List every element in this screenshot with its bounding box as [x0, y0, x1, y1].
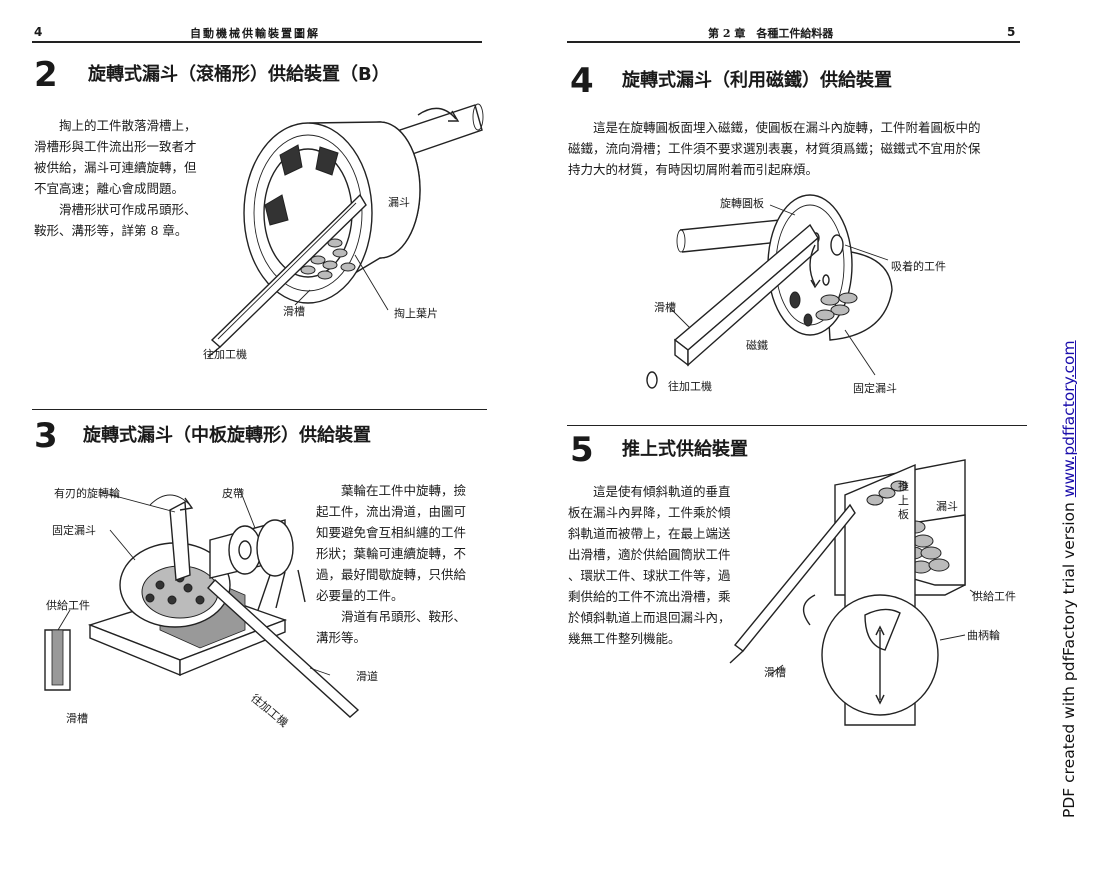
- section3-body: 葉輪在工件中旋轉，撿 起工件，流出滑道，由圖可 知要避免會互相糾纏的工件 形狀；…: [316, 480, 491, 648]
- running-header-right: 第 2 章 各種工件給料器: [708, 27, 834, 40]
- section5-line: 斜軌道而被帶上，在最上端送: [568, 526, 731, 541]
- rotary-drum-hopper-diagram: [207, 103, 484, 358]
- section3-line: 滑道有吊頭形、鞍形、: [341, 609, 467, 624]
- watermark-text: PDF created with pdfFactory trial versio…: [1060, 497, 1078, 818]
- section3-line: 溝形等。: [316, 630, 367, 645]
- center-plate-hopper-diagram: [44, 489, 360, 718]
- page-number-right: 5: [1007, 25, 1016, 39]
- section5-line: 幾無工件整列機能。: [568, 631, 681, 646]
- section-title-4: 旋轉式漏斗（利用磁鐵）供給裝置: [622, 70, 892, 91]
- section5-line: 這是使有傾斜軌道的垂直: [593, 484, 731, 499]
- section2-line: 不宜高速；離心會成問題。: [34, 181, 185, 196]
- section3-line: 起工件，流出滑道，由圖可: [316, 504, 467, 519]
- section2-body: 掏上的工件散落滑槽上， 滑槽形與工件流出形一致者才 被供給，漏斗可連續旋轉，但 …: [34, 115, 224, 241]
- section3-line: 必要量的工件。: [316, 588, 404, 603]
- watermark-link[interactable]: www.pdffactory.com: [1060, 340, 1078, 498]
- section5-body: 這是使有傾斜軌道的垂直 板在漏斗內昇降，工件乘於傾 斜軌道而被帶上，在最上端送 …: [568, 481, 753, 649]
- section3-line: 葉輪在工件中旋轉，撿: [341, 483, 467, 498]
- label-workpiece-5: 供給工件: [972, 590, 1016, 603]
- label-to-machine-4: 往加工機: [668, 380, 712, 393]
- section2-line: 滑槽形狀可作成吊頭形、: [59, 202, 197, 217]
- push-up-feeder-diagram: [729, 459, 978, 726]
- section-divider-left: [32, 409, 487, 410]
- label-chute-3: 滑槽: [66, 712, 88, 725]
- label-chute-5: 滑槽: [764, 666, 786, 679]
- label-bladed-wheel: 有刃的旋轉輪: [54, 487, 120, 500]
- section-title-2: 旋轉式漏斗（滾桶形）供給裝置（B）: [88, 64, 390, 85]
- label-hopper-5: 漏斗: [936, 500, 958, 513]
- section-number-5: 5: [570, 430, 594, 470]
- section-title-3: 旋轉式漏斗（中板旋轉形）供給裝置: [83, 425, 371, 446]
- section-number-2: 2: [34, 55, 58, 95]
- section2-line: 鞍形、溝形等，詳第 8 章。: [34, 223, 188, 238]
- pdffactory-watermark: PDF created with pdfFactory trial versio…: [1060, 340, 1078, 818]
- section2-line: 掏上的工件散落滑槽上，: [59, 118, 197, 133]
- label-rotating-disc: 旋轉圓板: [720, 197, 764, 210]
- label-magnet: 磁鐵: [746, 339, 768, 352]
- label-chute: 滑槽: [283, 305, 305, 318]
- magnetic-hopper-diagram: [646, 194, 893, 389]
- label-crank-wheel: 曲柄輪: [967, 629, 1000, 642]
- label-slideway: 滑道: [356, 670, 378, 683]
- section5-line: 於傾斜軌道上而退回漏斗內，: [568, 610, 731, 625]
- label-attracted-part: 吸着的工件: [891, 260, 946, 273]
- section5-line: 板在漏斗內昇降，工件乘於傾: [568, 505, 731, 520]
- label-fixed-hopper: 固定漏斗: [52, 524, 96, 537]
- section3-line: 知要避免會互相糾纏的工件: [316, 525, 467, 540]
- label-scoop-blade: 掏上葉片: [394, 307, 438, 320]
- section5-line: 出滑槽，適於供給圓筒狀工件: [568, 547, 731, 562]
- label-belt: 皮帶: [222, 487, 244, 500]
- section4-line: 磁鐵，流向滑槽；工件須不要求選別表裏，材質須爲鐵；磁鐵式不宜用於保: [568, 141, 981, 156]
- section2-line: 滑槽形與工件流出形一致者才: [34, 139, 197, 154]
- section4-line: 這是在旋轉圓板面埋入磁鐵，使圓板在漏斗內旋轉，工件附着圓板中的: [593, 120, 981, 135]
- section3-line: 過，最好間歇旋轉，只供給: [316, 567, 467, 582]
- label-to-machine: 往加工機: [203, 348, 247, 361]
- section-number-4: 4: [570, 61, 594, 101]
- label-fixed-hopper-4: 固定漏斗: [853, 382, 897, 395]
- section-title-5: 推上式供給裝置: [622, 439, 748, 460]
- label-chute-4: 滑槽: [654, 301, 676, 314]
- header-rule-right: [567, 41, 1020, 43]
- section4-line: 持力大的材質，有時因切屑附着而引起麻煩。: [568, 162, 819, 177]
- section5-line: 剩供給的工件不流出滑槽，乘: [568, 589, 731, 604]
- label-hopper: 漏斗: [388, 196, 410, 209]
- label-workpiece: 供給工件: [46, 599, 90, 612]
- header-rule-left: [32, 41, 482, 43]
- section-divider-right: [567, 425, 1027, 426]
- label-push-plate: 推上板: [898, 480, 909, 521]
- running-header-left: 自動機械供輸裝置圖解: [190, 27, 320, 40]
- section-number-3: 3: [34, 416, 58, 456]
- section2-line: 被供給，漏斗可連續旋轉，但: [34, 160, 197, 175]
- section4-body: 這是在旋轉圓板面埋入磁鐵，使圓板在漏斗內旋轉，工件附着圓板中的 磁鐵，流向滑槽；…: [568, 117, 1023, 180]
- section3-line: 形狀；葉輪可連續旋轉，不: [316, 546, 467, 561]
- section5-line: 、環狀工件、球狀工件等，過: [568, 568, 731, 583]
- page-number-left: 4: [34, 25, 43, 39]
